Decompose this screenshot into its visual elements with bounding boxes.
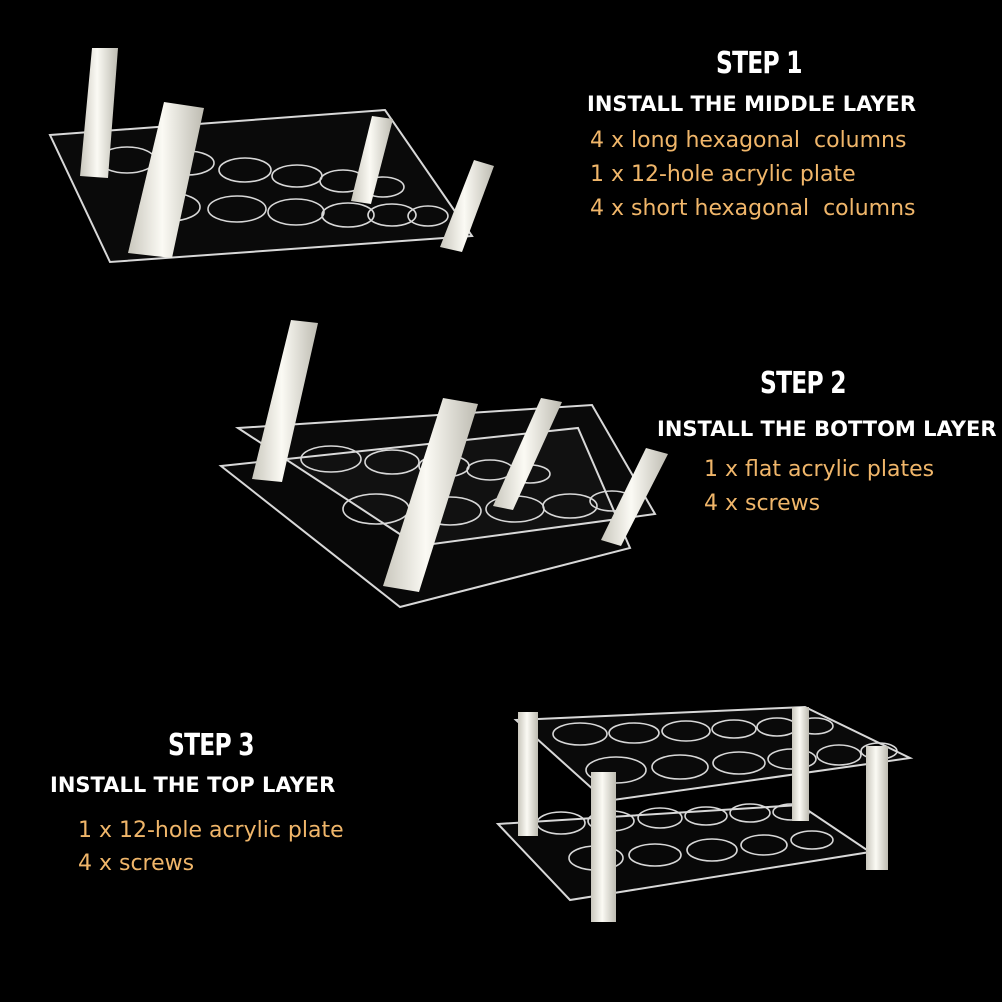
step1-title: STEP 1 xyxy=(716,46,802,81)
step2-item-2: 4 x screws xyxy=(704,491,821,516)
step3-title: STEP 3 xyxy=(168,728,254,763)
step2-rack-photo xyxy=(218,320,668,609)
step3-top-plate xyxy=(513,705,914,803)
step1-plate xyxy=(48,108,474,264)
step3-bottom-plate xyxy=(495,803,873,902)
step1-columns xyxy=(80,48,494,258)
step1-rack-photo xyxy=(48,48,494,264)
step1-item-1: 4 x long hexagonal columns xyxy=(590,128,907,153)
step1-item-2: 1 x 12-hole acrylic plate xyxy=(590,162,856,187)
step2-subtitle: INSTALL THE BOTTOM LAYER xyxy=(657,417,997,441)
step3-columns xyxy=(518,707,888,922)
step3-subtitle: INSTALL THE TOP LAYER xyxy=(50,773,336,797)
step2-title: STEP 2 xyxy=(760,366,846,401)
step3-rack-photo xyxy=(495,705,914,922)
step2-item-1: 1 x flat acrylic plates xyxy=(704,457,935,482)
step3-item-1: 1 x 12-hole acrylic plate xyxy=(78,818,344,843)
step1-item-3: 4 x short hexagonal columns xyxy=(590,196,916,221)
step1-subtitle: INSTALL THE MIDDLE LAYER xyxy=(587,92,917,116)
step2-columns xyxy=(252,320,668,592)
step3-item-2: 4 x screws xyxy=(78,851,195,876)
